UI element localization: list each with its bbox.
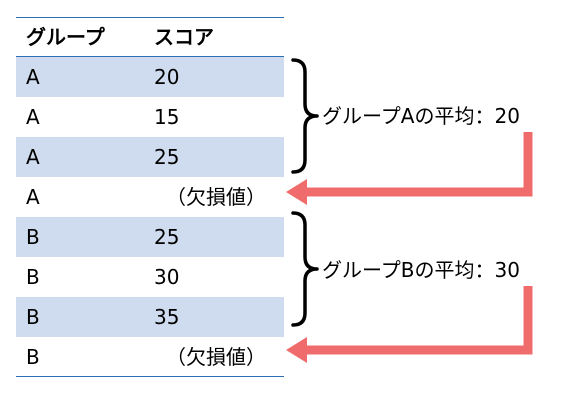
group-a-arrow: [303, 132, 533, 197]
table-row: A 20: [16, 57, 284, 97]
table-row: B 30: [16, 257, 284, 297]
cell-group: B: [26, 265, 40, 289]
cell-score: 15: [154, 105, 180, 129]
group-b-arrow: [303, 286, 533, 355]
group-b-arrowhead: [286, 337, 307, 363]
cell-score: 25: [154, 145, 180, 169]
group-a-mean-label: グループAの平均：20: [322, 104, 520, 128]
cell-score-missing: （欠損値）: [166, 185, 266, 209]
cell-group: A: [26, 185, 40, 209]
header-score: スコア: [154, 25, 214, 49]
table-row: A 25: [16, 137, 284, 177]
table-top-rule: [16, 17, 284, 18]
cell-score-missing: （欠損値）: [166, 345, 266, 369]
group-b-mean-label: グループBの平均：30: [322, 258, 520, 282]
cell-group: A: [26, 105, 40, 129]
cell-group: B: [26, 345, 40, 369]
table-row-missing: A （欠損値）: [16, 177, 284, 217]
table-row: A 15: [16, 97, 284, 137]
cell-group: B: [26, 225, 40, 249]
table-row: B 35: [16, 297, 284, 337]
table-row-missing: B （欠損値）: [16, 337, 284, 377]
header-group: グループ: [26, 25, 105, 49]
cell-score: 35: [154, 305, 180, 329]
group-a-arrowhead: [286, 179, 307, 205]
cell-group: A: [26, 145, 40, 169]
table-row: B 25: [16, 217, 284, 257]
group-a-bracket: [291, 58, 319, 174]
cell-score: 20: [154, 65, 180, 89]
header-rule: [16, 56, 284, 57]
table-header-row: グループ スコア: [16, 17, 284, 57]
group-b-bracket: [291, 211, 319, 327]
cell-score: 25: [154, 225, 180, 249]
table-bottom-rule: [16, 376, 284, 377]
cell-group: A: [26, 65, 40, 89]
cell-group: B: [26, 305, 40, 329]
cell-score: 30: [154, 265, 180, 289]
